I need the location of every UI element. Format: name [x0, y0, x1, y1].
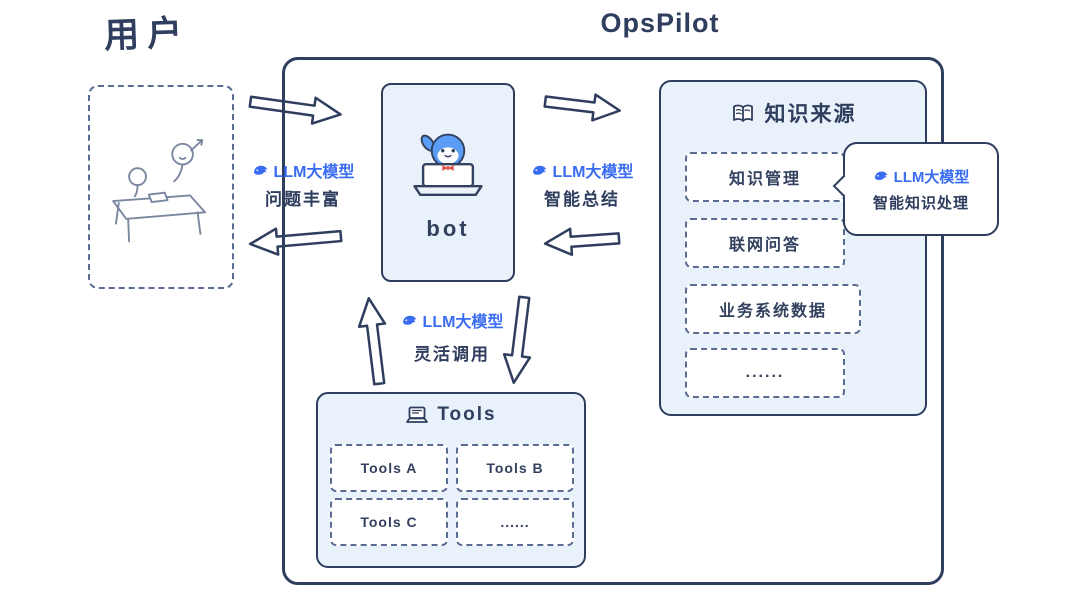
opspilot-container [282, 57, 944, 585]
label-flexible-call: 灵活调用 [414, 345, 490, 364]
tools-item-a: Tools A [330, 444, 448, 492]
tools-item-b: Tools B [456, 444, 574, 492]
label-question-enrich: 问题丰富 [265, 190, 341, 209]
tools-header: Tools [318, 404, 584, 426]
callout-llm-label: LLM大模型 [893, 168, 970, 186]
knowledge-item-online-qa: 联网问答 [685, 218, 845, 268]
tools-item-more: ...... [456, 498, 574, 546]
label-smart-summary: 智能总结 [544, 190, 620, 209]
user-title: 用户 [103, 13, 191, 56]
knowledge-header: 知识来源 [661, 98, 925, 128]
bot-illustration [413, 133, 483, 196]
knowledge-item-business-data: 业务系统数据 [685, 284, 861, 334]
book-icon [730, 102, 756, 125]
llm-label-text: LLM大模型 [422, 314, 504, 331]
laptop-icon [405, 405, 429, 425]
callout-text: 智能知识处理 [872, 194, 969, 212]
knowledge-title: 知识来源 [764, 103, 857, 126]
bot-box: bot [381, 83, 515, 282]
knowledge-item-more: ...... [685, 348, 845, 398]
knowledge-item-management: 知识管理 [685, 152, 845, 202]
llm-label-text: LLM大模型 [552, 164, 634, 181]
opspilot-title: OpsPilot [600, 8, 720, 38]
tools-title: Tools [437, 404, 497, 425]
knowledge-box: 知识来源 知识管理 联网问答 业务系统数据 ...... [659, 80, 927, 416]
callout-llm-row: LLM大模型 [873, 166, 970, 187]
llm-label-text: LLM大模型 [273, 164, 355, 181]
whale-icon [531, 162, 548, 179]
llm-callout-bubble: LLM大模型 智能知识处理 [843, 142, 999, 236]
whale-icon [873, 168, 889, 184]
llm-label-bot-tools: LLM大模型 [386, 308, 518, 332]
tools-item-c: Tools C [330, 498, 448, 546]
llm-label-bot-knowledge: LLM大模型 [518, 158, 646, 182]
llm-label-user-bot: LLM大模型 [241, 158, 365, 182]
whale-icon [401, 312, 418, 329]
whale-icon [252, 162, 269, 179]
user-illustration [112, 139, 207, 243]
bot-label: bot [426, 215, 470, 241]
tools-box: Tools Tools A Tools B Tools C ...... [316, 392, 586, 568]
user-box [88, 85, 234, 289]
